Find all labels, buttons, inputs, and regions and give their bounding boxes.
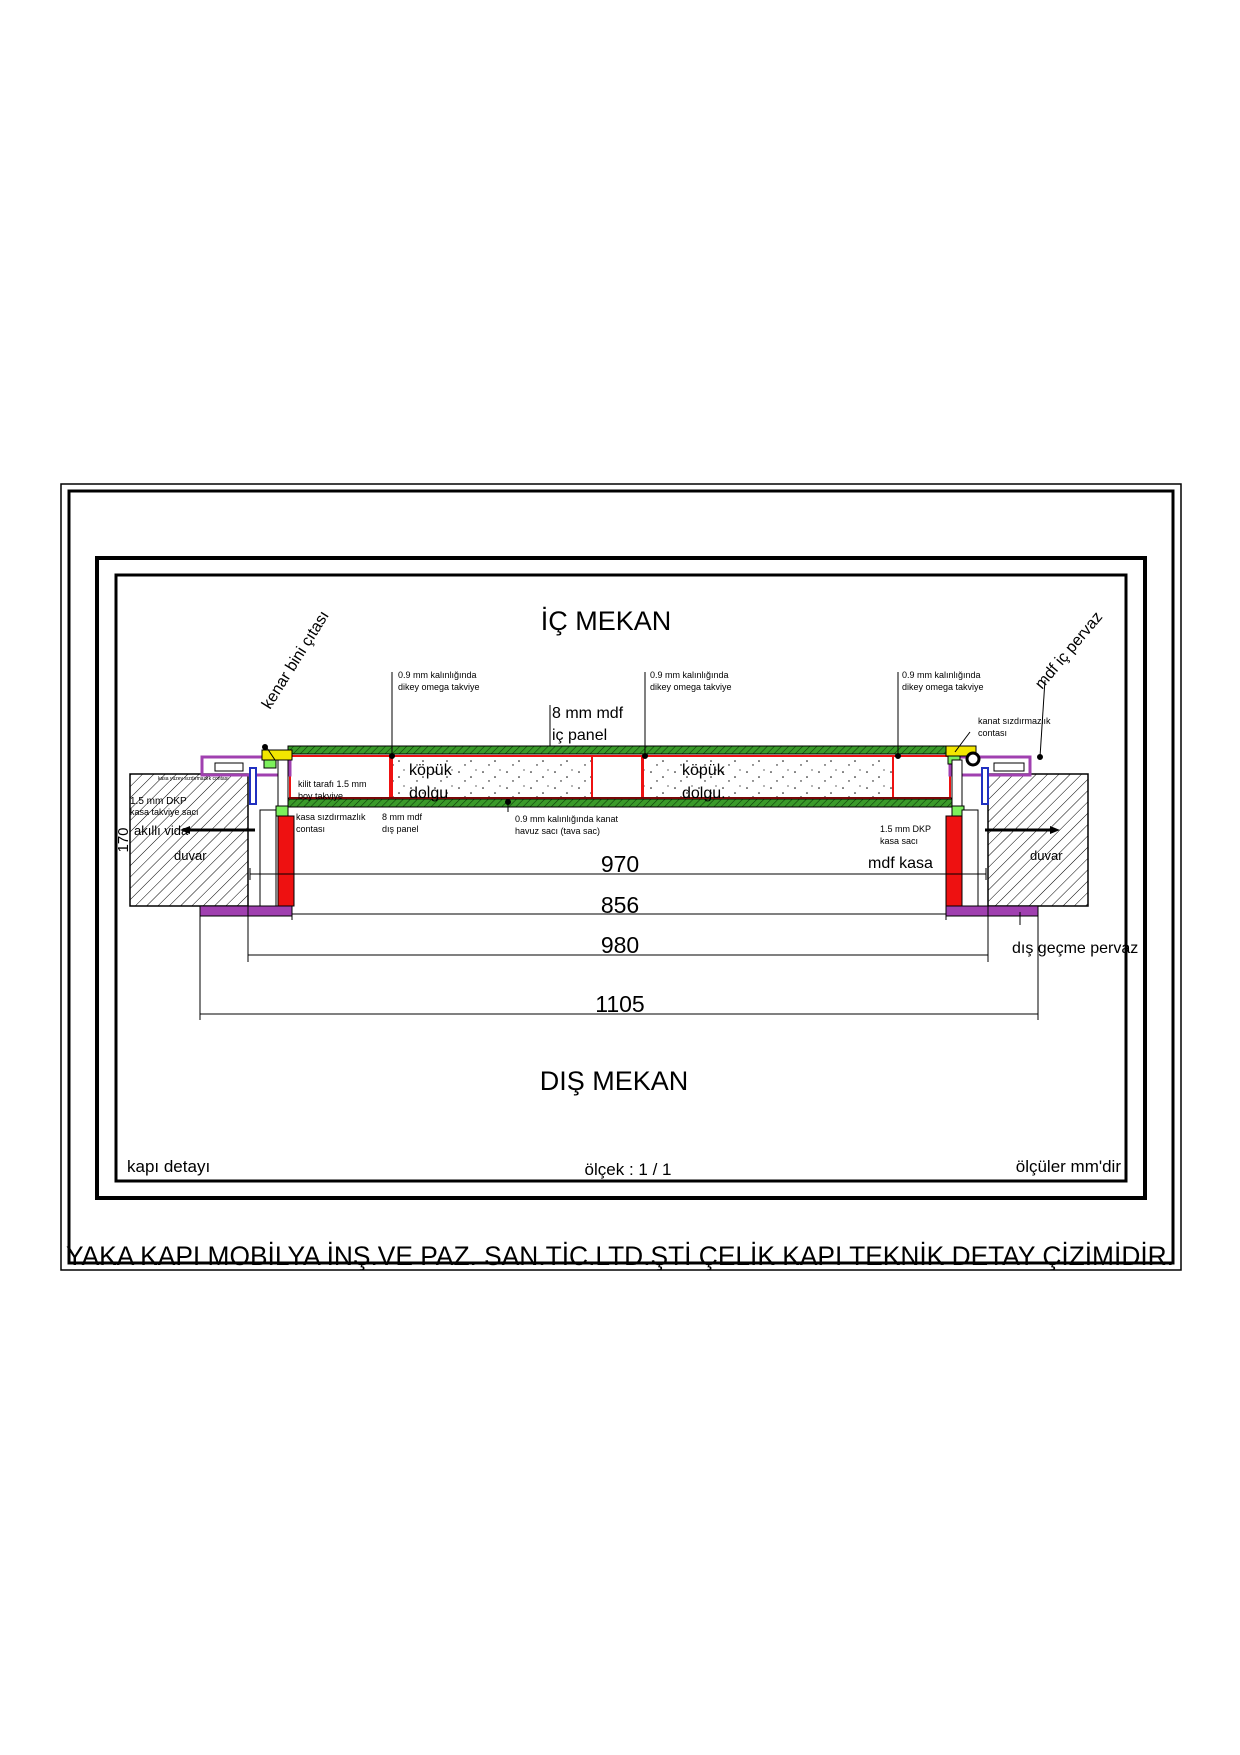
right-frame <box>945 745 1039 917</box>
omega-2-line1: 0.9 mm kalınlığında <box>650 670 729 680</box>
mdf-inner-panel <box>287 745 953 755</box>
leader-lines <box>262 672 1046 925</box>
havuz-line2: havuz sacı (tava sac) <box>515 826 600 836</box>
inside-label: İÇ MEKAN <box>541 605 672 636</box>
right-wall <box>987 773 1089 907</box>
kopuk-1-line1: köpük <box>409 762 453 779</box>
omega-3-line1: 0.9 mm kalınlığında <box>902 670 981 680</box>
mdf-ic-panel-line2: iç panel <box>552 727 607 744</box>
outside-label: DIŞ MEKAN <box>540 1066 689 1096</box>
screw-right <box>985 826 1060 834</box>
kilit-line1: kilit tarafı 1.5 mm <box>298 779 367 789</box>
foam-core-left <box>392 755 592 799</box>
dim-856: 856 <box>601 892 639 918</box>
dkp-left-line1: 1.5 mm DKP <box>130 796 187 807</box>
footer-right: ölçüler mm'dir <box>1016 1157 1122 1176</box>
footer-left: kapı detayı <box>127 1157 210 1176</box>
mdf-ic-pervaz-label: mdf iç pervaz <box>1032 609 1106 693</box>
company-title: YAKA KAPI MOBİLYA İNŞ.VE PAZ. SAN.TİC.LT… <box>66 1240 1174 1271</box>
dkp-right-line2: kasa sacı <box>880 836 918 846</box>
kopuk-2-line2: dolgu. <box>682 785 726 802</box>
mdf-dis-line2: dış panel <box>382 824 419 834</box>
kilit-line2: boy takviye <box>298 791 343 801</box>
kanat-conta-line2: contası <box>978 728 1007 738</box>
omega-2-line2: dikey omega takviye <box>650 682 732 692</box>
left-frame <box>199 749 295 917</box>
dis-gecme-label: dış geçme pervaz <box>1012 940 1138 957</box>
omega-3-line2: dikey omega takviye <box>902 682 984 692</box>
dim-980: 980 <box>601 932 639 958</box>
dkp-left-line2: kasa takviye sacı <box>130 807 199 817</box>
mdf-outer-panel <box>287 798 953 808</box>
kopuk-1-line2: dolgu <box>409 785 448 802</box>
havuz-line1: 0.9 mm kalınlığında kanat <box>515 814 619 824</box>
footer-center: ölçek : 1 / 1 <box>585 1160 672 1179</box>
kopuk-2-line1: köpük <box>682 762 726 779</box>
kanat-conta-line1: kanat sızdırmazlık <box>978 716 1051 726</box>
dim-170: 170 <box>115 827 132 852</box>
akilli-vida-label: akıllı vida <box>134 823 189 838</box>
dimension-lines <box>129 774 1039 1020</box>
duvar-right-label: duvar <box>1030 848 1063 863</box>
kasa-conta-line1: kasa sızdırmazlık <box>296 812 366 822</box>
duvar-left-label: duvar <box>174 848 207 863</box>
foam-core-right <box>643 755 893 799</box>
omega-1-line2: dikey omega takviye <box>398 682 480 692</box>
mdf-kasa-label: mdf kasa <box>868 855 933 872</box>
tiny-note: kasa yüzey sızdırmazlık contası <box>158 776 229 782</box>
left-wall <box>129 773 249 907</box>
mdf-ic-panel-line1: 8 mm mdf <box>552 705 624 722</box>
omega-1-line1: 0.9 mm kalınlığında <box>398 670 477 680</box>
dim-1105: 1105 <box>595 991 644 1017</box>
kasa-conta-line2: contası <box>296 824 325 834</box>
dim-970: 970 <box>601 851 639 877</box>
kenar-bini-label: kenar bini çıtası <box>259 608 333 712</box>
mdf-dis-line1: 8 mm mdf <box>382 812 423 822</box>
screw-left <box>180 826 255 834</box>
dkp-right-line1: 1.5 mm DKP <box>880 824 931 834</box>
